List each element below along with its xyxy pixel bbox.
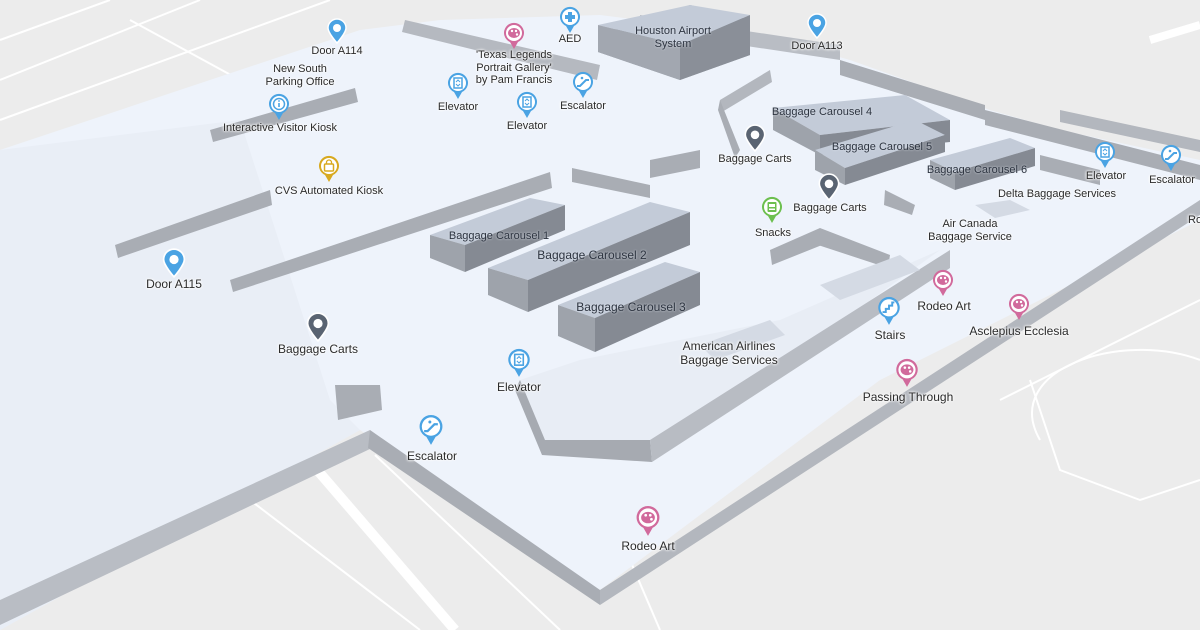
asclepius-label: Asclepius Ecclesia: [969, 324, 1069, 338]
american-airlines-label: American Airlines Baggage Services: [680, 339, 778, 367]
houston-airport-system-label: Houston Airport System: [635, 25, 711, 50]
stairs-label: Stairs: [874, 328, 906, 342]
baggage-carousel-4-label: Baggage Carousel 4: [771, 106, 873, 118]
stairs-icon[interactable]: [876, 296, 902, 331]
air-canada-label: Air Canada Baggage Service: [928, 218, 1012, 243]
baggage-carts-top-pin-icon[interactable]: [743, 124, 767, 157]
delta-baggage-label: Delta Baggage Services: [997, 188, 1117, 200]
elevator-center-label: Elevator: [496, 380, 542, 394]
central-structure: [515, 200, 1030, 462]
cvs-kiosk-label: CVS Automated Kiosk: [274, 185, 384, 197]
new-south-parking-label: New South Parking Office: [265, 63, 335, 88]
baggage-carts-left-label: Baggage Carts: [277, 342, 359, 356]
snacks-label: Snacks: [754, 227, 792, 239]
aed-medical-cross-icon[interactable]: [558, 6, 582, 39]
door-a114-label: Door A114: [311, 45, 363, 57]
asclepius-palette-icon[interactable]: [1007, 293, 1031, 326]
elevator-top-left-label: Elevator: [437, 101, 479, 113]
rodeo-art-right-palette-icon[interactable]: [931, 269, 955, 302]
elevator-top-mid-icon[interactable]: [515, 91, 539, 124]
baggage-carousel-6-label: Baggage Carousel 6: [926, 164, 1028, 176]
elevator-top-left-icon[interactable]: [446, 72, 470, 105]
escalator-top-label: Escalator: [560, 100, 606, 112]
edge-label: Ro: [1188, 214, 1200, 226]
baggage-carousel-5-label: Baggage Carousel 5: [831, 141, 933, 153]
escalator-bottom-label: Escalator: [406, 449, 458, 463]
shopping-bag-icon[interactable]: [317, 155, 341, 188]
rodeo-art-bottom-label: Rodeo Art: [621, 539, 675, 553]
texas-legends-label: 'Texas Legends Portrait Gallery' by Pam …: [475, 49, 553, 87]
baggage-carousel-1-label: Baggage Carousel 1: [448, 230, 550, 242]
door-a115-label: Door A115: [146, 277, 202, 291]
passing-through-palette-icon[interactable]: [894, 358, 920, 393]
baggage-carts-mid-pin-icon[interactable]: [817, 173, 841, 206]
interactive-kiosk-label: Interactive Visitor Kiosk: [222, 122, 338, 134]
door-a113-label: Door A113: [791, 40, 843, 52]
escalator-top-icon[interactable]: [571, 71, 595, 104]
food-icon[interactable]: [760, 196, 784, 229]
baggage-carousel-2-label: Baggage Carousel 2: [537, 248, 647, 262]
elevator-right-label: Elevator: [1085, 170, 1127, 182]
baggage-carts-left-pin-icon[interactable]: [305, 312, 331, 347]
elevator-top-mid-label: Elevator: [506, 120, 548, 132]
elevator-right-icon[interactable]: [1093, 141, 1117, 174]
baggage-carts-top-label: Baggage Carts: [718, 153, 792, 165]
door-a115-pin-icon[interactable]: [161, 248, 187, 283]
rodeo-art-right-label: Rodeo Art: [917, 299, 971, 313]
elevator-center-icon[interactable]: [506, 348, 532, 383]
escalator-bottom-icon[interactable]: [417, 414, 445, 451]
escalator-right-icon[interactable]: [1159, 144, 1183, 177]
aed-label: AED: [558, 33, 582, 45]
texas-legends-palette-icon[interactable]: [502, 22, 526, 55]
door-a114-pin-icon[interactable]: [326, 18, 348, 49]
passing-through-label: Passing Through: [862, 390, 954, 404]
carousel-blocks: [430, 95, 1035, 352]
baggage-carts-mid-label: Baggage Carts: [793, 202, 867, 214]
houston-airport-system-block: [598, 5, 750, 80]
terminal-floor-left: [0, 120, 360, 630]
baggage-carousel-3-label: Baggage Carousel 3: [576, 300, 686, 314]
door-a113-pin-icon[interactable]: [806, 13, 828, 44]
rodeo-art-bottom-palette-icon[interactable]: [634, 505, 662, 542]
escalator-right-label: Escalator: [1149, 174, 1195, 186]
info-icon[interactable]: [267, 93, 291, 126]
